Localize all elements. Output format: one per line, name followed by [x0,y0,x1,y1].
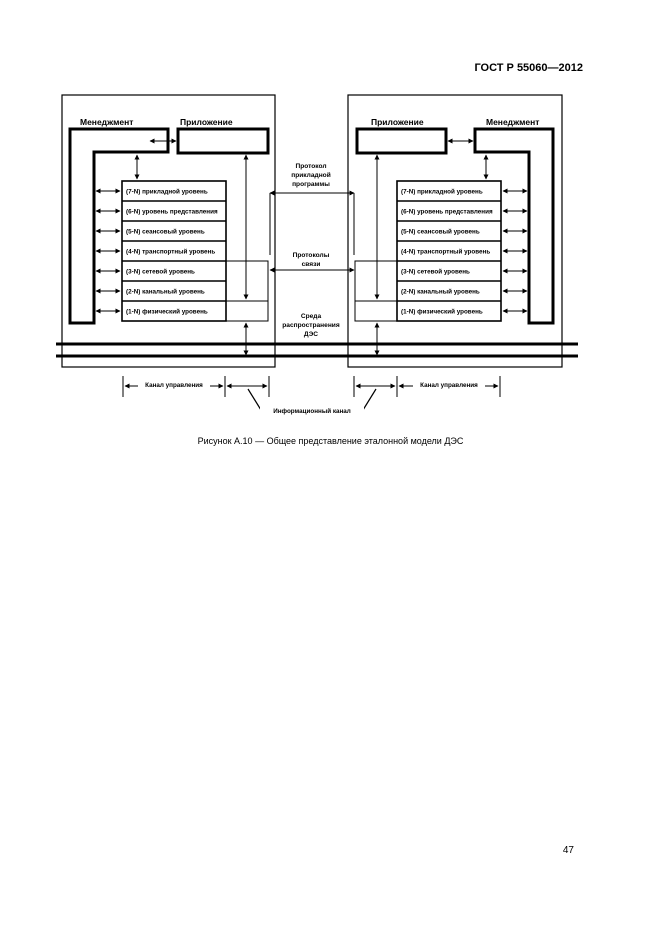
right-application-label: Приложение [371,117,424,127]
left-control-channel: Канал управления [122,376,226,397]
left-application-label: Приложение [180,117,233,127]
left-layer-5: (5-N) сеансовый уровень [126,228,205,236]
left-layer-4: (4-N) транспортный уровень [126,248,215,256]
svg-text:ДЭС: ДЭС [304,331,318,338]
network-protocol: Протоколы связи [269,252,355,273]
right-layer-7: (7-N) прикладной уровень [401,188,483,196]
svg-text:Канал управления: Канал управления [420,382,478,389]
left-application-box [176,127,270,155]
left-layer-6: (6-N) уровень представления [126,209,218,216]
right-system-frame [347,94,563,368]
page-number: 47 [562,845,574,856]
left-management-bar [68,127,170,325]
right-layer-1: (1-N) физический уровень [401,308,483,316]
right-layer-3: (3-N) сетевой уровень [401,268,470,276]
application-protocol: Протокол прикладной программы [269,163,355,255]
svg-text:программы: программы [292,181,330,188]
svg-text:Среда: Среда [301,313,322,320]
svg-text:Протоколы: Протоколы [293,252,330,259]
svg-text:Канал управления: Канал управления [145,382,203,389]
information-channel: Информационный канал [247,388,377,417]
right-layer-6: (6-N) уровень представления [401,209,493,216]
right-layer-5: (5-N) сеансовый уровень [401,228,480,236]
left-system-frame [61,94,276,368]
right-layer-stack: (7-N) прикладной уровень (6-N) уровень п… [396,180,502,322]
right-management-label: Менеджмент [486,117,539,127]
left-layer-7: (7-N) прикладной уровень [126,188,208,196]
figure-caption: Рисунок А.10 — Общее представление этало… [197,436,464,446]
svg-text:Протокол: Протокол [295,163,326,170]
right-layer-4: (4-N) транспортный уровень [401,248,490,256]
svg-text:связи: связи [302,261,321,268]
right-application-box [355,127,448,155]
left-layer-stack: (7-N) прикладной уровень (6-N) уровень п… [121,180,227,322]
right-info-channel-bracket [353,376,396,397]
left-layer-1: (1-N) физический уровень [126,308,208,316]
right-control-channel: Канал управления [396,376,501,397]
osi-reference-diagram: Менеджмент Приложение (7-N) прикладной у… [56,94,578,417]
left-layer-3: (3-N) сетевой уровень [126,268,195,276]
svg-text:Информационный канал: Информационный канал [273,407,351,415]
svg-text:распространения: распространения [282,322,340,329]
document-code: ГОСТ Р 55060—2012 [474,62,583,74]
transmission-medium: Среда распространения ДЭС [282,313,340,338]
left-management-label: Менеджмент [80,117,133,127]
svg-text:прикладной: прикладной [291,171,331,179]
right-layer-2: (2-N) канальный уровень [401,288,480,296]
left-info-channel-bracket [226,376,270,397]
left-layer-2: (2-N) канальный уровень [126,288,205,296]
right-management-bar [473,127,555,325]
